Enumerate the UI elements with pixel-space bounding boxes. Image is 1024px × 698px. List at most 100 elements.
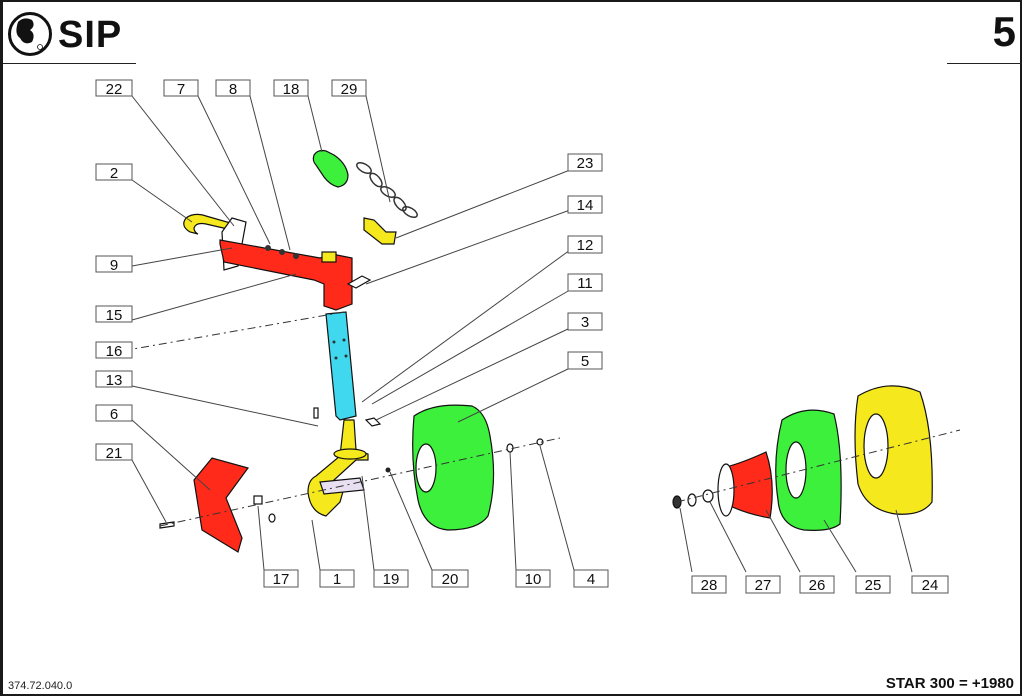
callout-15: 15 <box>95 305 133 324</box>
svg-text:21: 21 <box>106 445 123 462</box>
part-arm-pin-cap <box>321 251 337 263</box>
part-3-clip <box>364 417 382 427</box>
part-1-fork <box>307 419 369 517</box>
part-24-center <box>863 413 889 479</box>
part-18-clamp <box>312 149 349 188</box>
logo-figure-icon <box>16 18 43 50</box>
part-29-chain <box>356 161 418 219</box>
part-8-pin <box>279 249 285 255</box>
part-25-center <box>785 441 807 499</box>
part-26-rim-edge <box>717 463 735 517</box>
svg-text:18: 18 <box>283 81 300 98</box>
svg-text:27: 27 <box>755 577 772 594</box>
callout-1: 1 <box>319 569 355 588</box>
svg-text:28: 28 <box>701 577 718 594</box>
svg-text:23: 23 <box>577 155 594 172</box>
callout-4: 4 <box>573 569 609 588</box>
callout-13: 13 <box>95 370 133 389</box>
svg-text:29: 29 <box>341 81 358 98</box>
part-26-rim <box>721 451 773 519</box>
part-17-spacer <box>253 495 263 505</box>
leader-lines <box>131 95 913 573</box>
part-7-pin <box>265 245 271 251</box>
svg-text:3: 3 <box>581 314 589 331</box>
svg-text:26: 26 <box>809 577 826 594</box>
svg-text:9: 9 <box>110 257 118 274</box>
header-rule-left <box>3 63 136 64</box>
svg-text:14: 14 <box>577 197 594 214</box>
callout-12: 12 <box>567 235 603 254</box>
axis-line-16 <box>115 311 345 353</box>
part-20-nut <box>385 467 391 473</box>
brand-name: SIP <box>58 14 123 56</box>
callout-5: 5 <box>567 351 603 370</box>
axis-line-left <box>159 437 561 527</box>
part-13-pin <box>313 407 319 419</box>
svg-text:19: 19 <box>383 571 400 588</box>
callout-16: 16 <box>95 341 133 360</box>
svg-text:13: 13 <box>106 372 123 389</box>
part-5-hub-hole <box>415 443 437 493</box>
part-17-bush <box>268 513 276 523</box>
brand-logo: SIP <box>8 8 138 58</box>
callout-6: 6 <box>95 404 133 423</box>
svg-text:7: 7 <box>177 81 185 98</box>
svg-text:20: 20 <box>442 571 459 588</box>
callout-11: 11 <box>567 273 603 292</box>
callout-21: 21 <box>95 443 133 462</box>
callout-7: 7 <box>163 79 199 98</box>
document-code: 374.72.040.0 <box>8 680 73 692</box>
callout-25: 25 <box>855 575 891 594</box>
svg-text:17: 17 <box>273 571 290 588</box>
svg-text:22: 22 <box>106 81 123 98</box>
part-10-washer <box>506 443 514 453</box>
part-6-guard <box>193 457 249 553</box>
svg-text:12: 12 <box>577 237 594 254</box>
callout-28: 28 <box>691 575 727 594</box>
model-label: STAR 300 = +1980 <box>885 675 1014 692</box>
callout-22: 22 <box>95 79 133 98</box>
callout-3: 3 <box>567 312 603 331</box>
svg-text:24: 24 <box>922 577 939 594</box>
part-1-flange <box>333 448 367 460</box>
svg-text:15: 15 <box>106 307 123 324</box>
callout-24: 24 <box>911 575 949 594</box>
svg-text:25: 25 <box>865 577 882 594</box>
callout-19: 19 <box>373 569 409 588</box>
callout-10: 10 <box>515 569 551 588</box>
svg-text:10: 10 <box>525 571 542 588</box>
part-14-plate <box>346 275 372 289</box>
callout-23: 23 <box>567 153 603 172</box>
svg-text:2: 2 <box>110 165 118 182</box>
callout-9: 9 <box>95 255 133 274</box>
svg-text:1: 1 <box>333 571 341 588</box>
svg-text:8: 8 <box>229 81 237 98</box>
callout-18: 18 <box>273 79 309 98</box>
part-16-tube <box>325 311 357 421</box>
svg-text:5: 5 <box>581 353 589 370</box>
part-5-wheel <box>412 404 495 531</box>
part-28-washer <box>687 493 697 507</box>
callout-8: 8 <box>215 79 251 98</box>
part-25-tyre <box>775 409 842 531</box>
callout-14: 14 <box>567 195 603 214</box>
callout-27: 27 <box>745 575 781 594</box>
part-8-bolt <box>293 253 299 259</box>
callout-29: 29 <box>331 79 367 98</box>
part-27-bearing <box>702 489 714 503</box>
callout-2: 2 <box>95 163 133 182</box>
logo-emblem-icon <box>8 12 52 56</box>
axis-line-right <box>676 429 961 503</box>
svg-text:11: 11 <box>577 275 593 292</box>
callout-26: 26 <box>799 575 835 594</box>
callout-17: 17 <box>263 569 299 588</box>
part-4-nut <box>536 438 544 446</box>
svg-text:16: 16 <box>106 343 123 360</box>
part-23-hook <box>363 217 397 245</box>
svg-text:4: 4 <box>587 571 595 588</box>
header-rule-right <box>947 63 1022 64</box>
part-21-bolt <box>159 521 175 529</box>
page-number: 5 <box>992 8 1016 55</box>
